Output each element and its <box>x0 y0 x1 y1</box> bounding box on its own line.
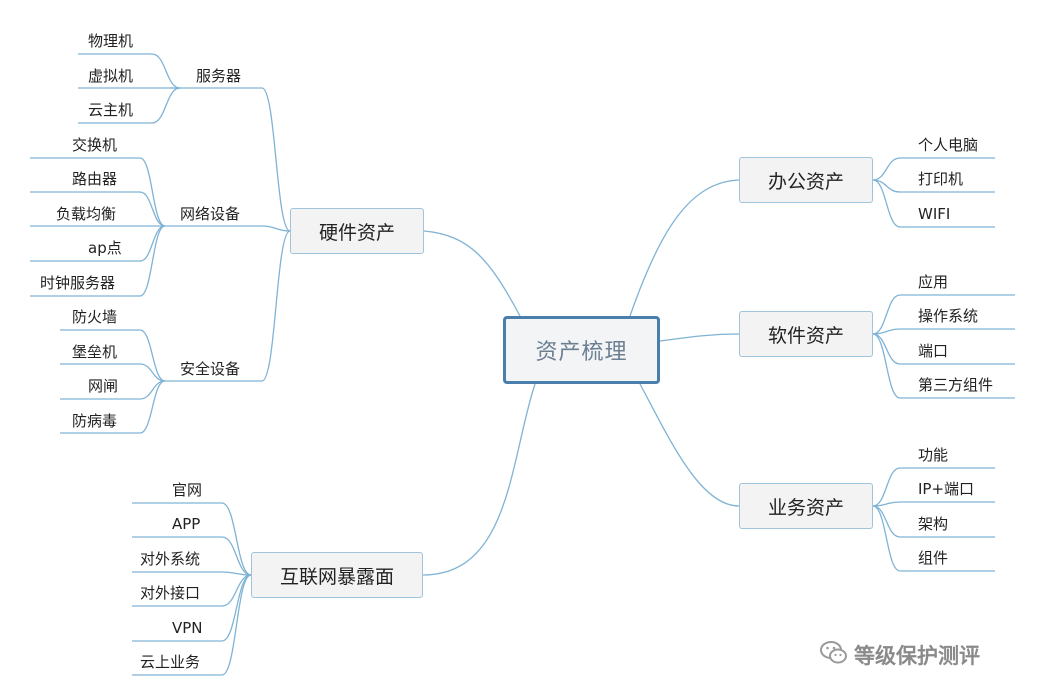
leaf-item[interactable]: 网闸 <box>88 377 119 395</box>
leaf-item[interactable]: 官网 <box>172 481 203 499</box>
leaf-item[interactable]: ap点 <box>88 239 122 257</box>
connector-line <box>872 179 901 228</box>
leaf-item[interactable]: 功能 <box>918 446 949 464</box>
connector-line <box>872 157 901 181</box>
connector-line <box>872 333 901 365</box>
connector-line <box>629 179 740 317</box>
branch-office[interactable]: 办公资产 <box>739 157 873 203</box>
connector-line <box>139 225 166 262</box>
connector-line <box>872 328 901 335</box>
leaf-item[interactable]: 路由器 <box>72 170 118 188</box>
root-node[interactable]: 资产梳理 <box>503 316 660 384</box>
connector-line <box>151 87 181 124</box>
watermark-text: 等级保护测评 <box>854 644 980 668</box>
leaf-item[interactable]: 第三方组件 <box>918 376 994 394</box>
leaf-item[interactable]: WIFI <box>918 205 951 223</box>
leaf-item[interactable]: 云上业务 <box>140 653 201 671</box>
connector-line <box>221 574 252 642</box>
leaf-item[interactable]: 端口 <box>918 342 949 360</box>
group-server[interactable]: 服务器 <box>196 67 242 85</box>
connector-line <box>139 380 166 434</box>
leaf-item[interactable]: IP+端口 <box>918 480 975 498</box>
leaf-item[interactable]: APP <box>172 515 201 533</box>
branch-business[interactable]: 业务资产 <box>739 483 873 529</box>
leaf-item[interactable]: 云主机 <box>88 101 134 119</box>
leaf-item[interactable]: 防火墙 <box>72 308 118 326</box>
leaf-item[interactable]: 打印机 <box>918 170 964 188</box>
connector-line <box>659 333 740 342</box>
leaf-item[interactable]: 时钟服务器 <box>40 274 116 292</box>
leaf-item[interactable]: 防病毒 <box>72 412 118 430</box>
connector-line <box>139 157 166 227</box>
leaf-item[interactable]: 操作系统 <box>918 307 979 325</box>
leaf-item[interactable]: VPN <box>172 619 203 637</box>
connector-line <box>221 574 252 676</box>
connector-line <box>139 329 166 382</box>
leaf-item[interactable]: 对外系统 <box>140 550 201 568</box>
connector-line <box>221 536 252 576</box>
leaf-item[interactable]: 个人电脑 <box>918 136 979 154</box>
connector-line <box>872 505 901 572</box>
leaf-item[interactable]: 应用 <box>918 273 949 291</box>
connector-line <box>151 53 181 89</box>
leaf-item[interactable]: 虚拟机 <box>88 67 134 85</box>
leaf-item[interactable]: 架构 <box>918 515 949 533</box>
connector-line <box>261 230 291 382</box>
connector-line <box>422 383 536 576</box>
connector-line <box>139 363 166 382</box>
leaf-item[interactable]: 对外接口 <box>140 584 201 602</box>
branch-software[interactable]: 软件资产 <box>739 311 873 357</box>
leaf-item[interactable]: 组件 <box>918 549 949 567</box>
branch-hardware[interactable]: 硬件资产 <box>290 208 424 254</box>
connector-line <box>423 230 521 317</box>
connector-line <box>872 294 901 335</box>
leaf-item[interactable]: 堡垒机 <box>72 343 118 361</box>
leaf-item[interactable]: 负载均衡 <box>56 205 117 223</box>
connector-line <box>221 502 252 576</box>
connector-line <box>139 225 166 297</box>
group-security[interactable]: 安全设备 <box>180 360 241 378</box>
connector-line <box>261 225 291 232</box>
group-network[interactable]: 网络设备 <box>180 205 241 223</box>
watermark: 等级保护测评 <box>820 638 980 672</box>
connector-line <box>639 383 740 507</box>
connector-line <box>872 467 901 507</box>
wechat-icon <box>820 640 848 671</box>
branch-internet[interactable]: 互联网暴露面 <box>251 552 423 598</box>
connector-line <box>872 333 901 399</box>
connector-line <box>261 87 291 232</box>
connector-line <box>872 505 901 538</box>
leaf-item[interactable]: 交换机 <box>72 136 118 154</box>
leaf-item[interactable]: 物理机 <box>88 32 134 50</box>
connector-line <box>139 191 166 227</box>
